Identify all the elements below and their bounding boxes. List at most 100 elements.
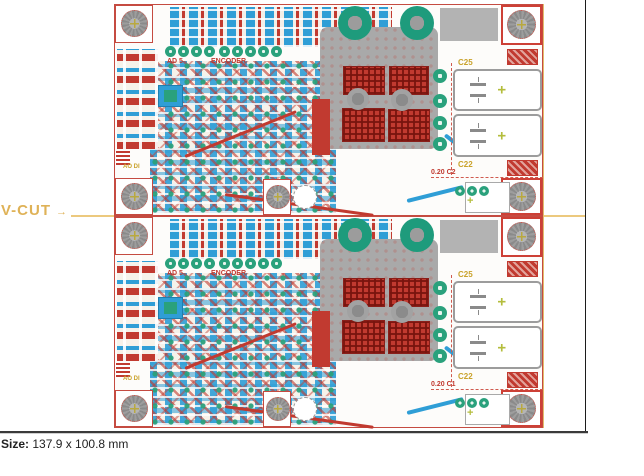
pcb-board-2[interactable]: AD 5 ENCODER AO DI + + C25 C22 0.20 C1: [114, 216, 543, 429]
size-label: Size:: [1, 437, 30, 451]
silk-encoder: ENCODER: [211, 58, 247, 65]
encoder-pad: [219, 46, 230, 57]
pcb-board-1[interactable]: AD 5 ENCODER AO DI + + C25 C22 0.20 C2: [114, 4, 543, 217]
courtyard-outline: [451, 275, 452, 387]
electrolytic-cap-c22: +: [453, 114, 542, 157]
capacitor-symbol-icon: [470, 122, 487, 149]
via-pad: [433, 328, 447, 342]
power-module: [388, 321, 430, 354]
via-pad: [433, 94, 447, 108]
encoder-pad: [204, 46, 215, 57]
toroid-inductor: [400, 218, 434, 252]
polarity-plus: +: [497, 293, 507, 311]
encoder-pad: [245, 46, 256, 57]
via-pad: [433, 137, 447, 151]
mount-hole-box: [263, 391, 291, 427]
silk-cap-top-ref: C25: [458, 58, 473, 67]
silk-cap-bottom-ref: C22: [458, 372, 473, 381]
encoder-pad: [232, 46, 243, 57]
left-component-column: [117, 49, 158, 149]
silk-ad5: AD 5: [167, 58, 183, 65]
via-pad: [433, 116, 447, 130]
via-pad: [455, 186, 465, 196]
encoder-pad: [258, 258, 269, 269]
polarity-plus: +: [467, 195, 474, 207]
toroid-inductor: [338, 6, 372, 40]
encoder-pad: [271, 46, 282, 57]
encoder-pad: [191, 258, 202, 269]
power-module: [342, 108, 385, 142]
heatsink-pad: [440, 220, 498, 253]
encoder-pad: [271, 258, 282, 269]
encoder-pad: [204, 258, 215, 269]
silk-cap-note: 0.20 C1: [431, 381, 456, 388]
pcb-panel-canvas[interactable]: AD 5 ENCODER AO DI + + C25 C22 0.20 C2: [114, 4, 544, 429]
edge-connector-pads: [116, 363, 130, 377]
copper-bar: [312, 99, 330, 155]
mount-hole-box: [501, 5, 542, 45]
keepout-hatch: [507, 261, 538, 277]
toroid-inductor: [338, 218, 372, 252]
mounting-hole: [266, 397, 290, 421]
fiducial-circle: [293, 185, 317, 209]
size-value: 137.9 x 100.8 mm: [32, 437, 129, 451]
mounting-hole: [507, 394, 536, 423]
via-pad: [433, 281, 447, 295]
encoder-pad: [178, 46, 189, 57]
silk-ao-di: AO DI: [123, 376, 140, 382]
round-pad: [391, 89, 413, 111]
silk-cap-note: 0.20 C2: [431, 169, 456, 176]
silk-ad5: AD 5: [167, 270, 183, 277]
via-pad: [467, 186, 477, 196]
capacitor-symbol-icon: [470, 334, 487, 361]
board-size-readout: Size: 137.9 x 100.8 mm: [1, 437, 128, 451]
silk-ao-di: AO DI: [123, 164, 140, 170]
mounting-hole: [266, 185, 290, 209]
electrolytic-cap-c25: +: [453, 281, 542, 323]
via-pad: [433, 306, 447, 320]
electrolytic-cap-c25: +: [453, 69, 542, 111]
keepout-hatch: [507, 372, 538, 388]
dimension-line: [431, 389, 543, 390]
mount-hole-box: [115, 390, 153, 427]
polarity-plus: +: [467, 407, 474, 419]
frame-right-border: [585, 0, 586, 433]
power-module: [388, 109, 430, 142]
round-pad: [347, 300, 369, 322]
dimension-line: [431, 177, 543, 178]
mounting-hole: [507, 222, 536, 251]
silk-cap-bottom-ref: C22: [458, 160, 473, 169]
mounting-hole: [121, 10, 148, 37]
via-pad: [455, 398, 465, 408]
via-pad: [433, 69, 447, 83]
mount-hole-box: [115, 217, 153, 255]
via-pad: [479, 398, 489, 408]
encoder-pad: [245, 258, 256, 269]
round-pad: [347, 88, 369, 110]
encoder-pad: [191, 46, 202, 57]
left-component-column: [117, 261, 158, 361]
heatsink-pad: [440, 8, 498, 41]
encoder-pad: [178, 258, 189, 269]
mount-hole-box: [263, 179, 291, 215]
mounting-hole: [121, 395, 148, 422]
courtyard-outline: [451, 63, 452, 175]
polarity-plus: +: [497, 81, 507, 99]
silk-encoder: ENCODER: [211, 270, 247, 277]
mount-hole-box: [115, 5, 153, 43]
via-pad: [467, 398, 477, 408]
via-pad: [433, 349, 447, 363]
electrolytic-cap-c22: +: [453, 326, 542, 369]
encoder-pad: [219, 258, 230, 269]
v-cut-arrow-icon: →: [56, 206, 67, 218]
fiducial-circle: [293, 397, 317, 421]
encoder-pad: [258, 46, 269, 57]
mount-hole-box: [115, 178, 153, 215]
main-ic: [158, 85, 183, 107]
mount-hole-box: [501, 217, 542, 257]
mounting-hole: [507, 10, 536, 39]
mounting-hole: [507, 182, 536, 211]
via-pad: [479, 186, 489, 196]
copper-bar: [312, 311, 330, 367]
